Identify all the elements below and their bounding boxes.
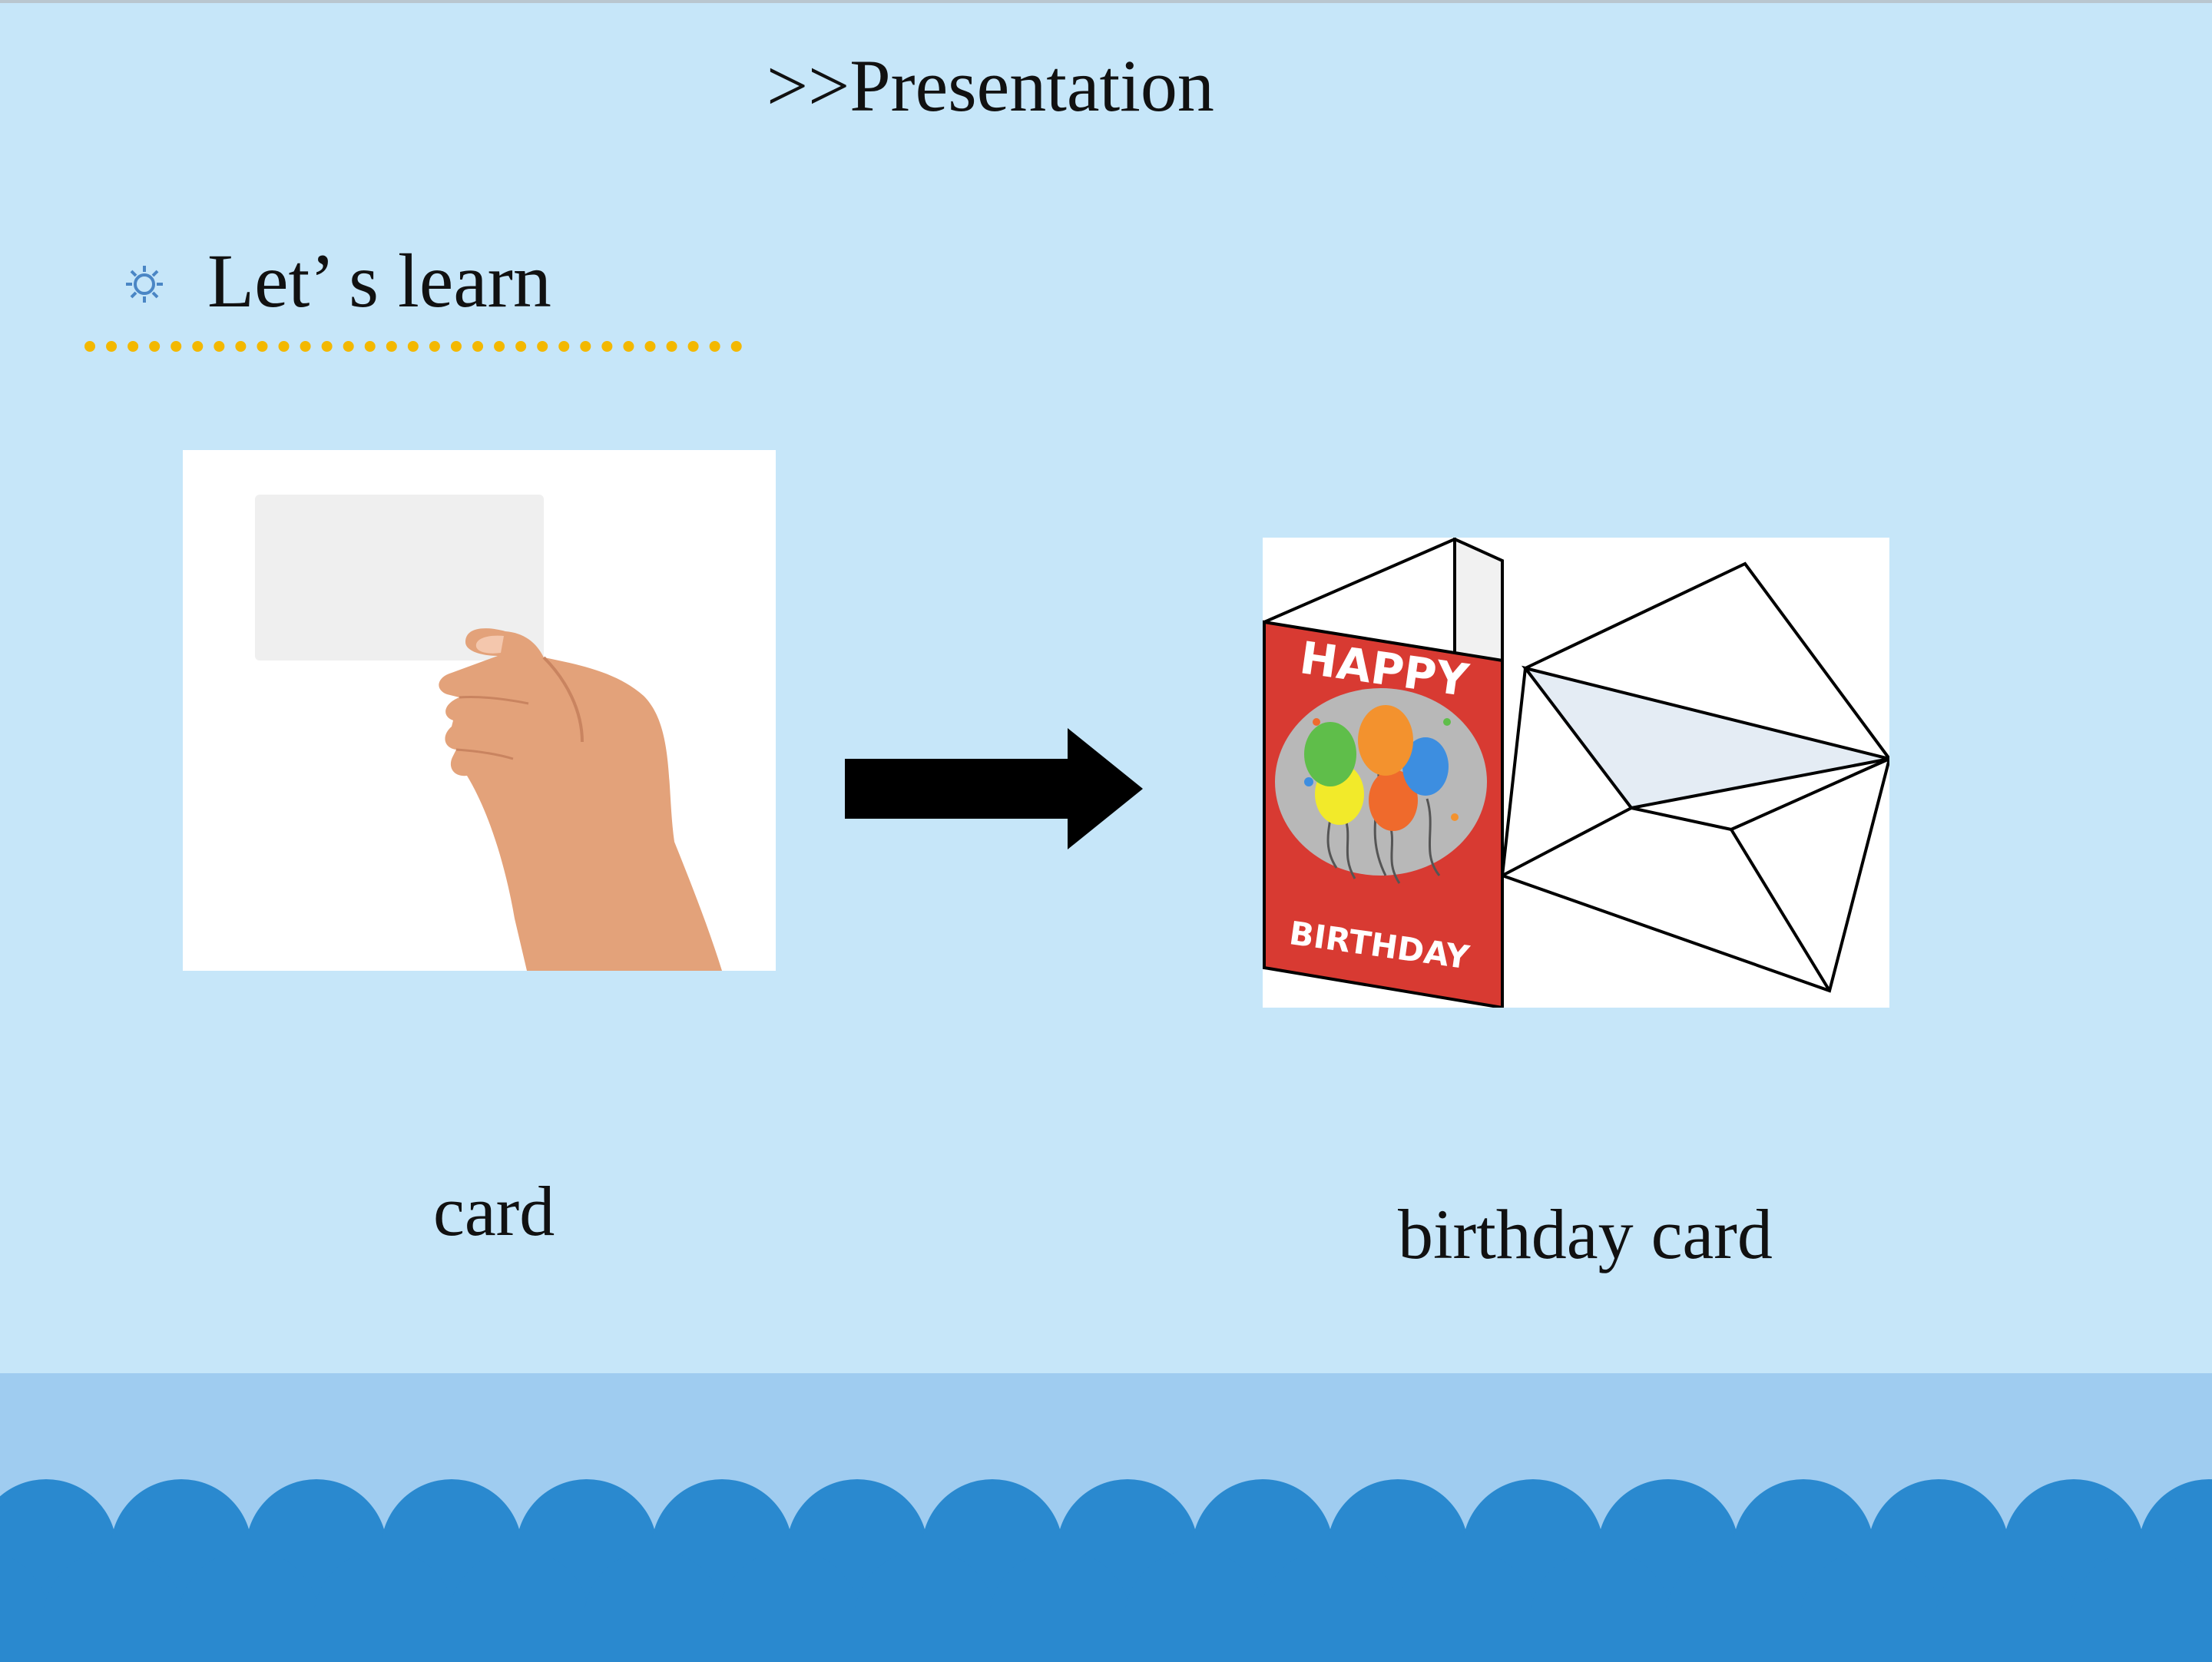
footer-decoration [0, 1373, 2212, 1662]
caption-card: card [433, 1172, 555, 1250]
section-title: Let’ s learn [207, 238, 551, 323]
right-arrow-icon [845, 728, 1143, 849]
hand-holding-card-photo [183, 450, 776, 971]
caption-birthday-card: birthday card [1398, 1195, 1773, 1273]
birthday-card-illustration: HAPPY BIRTHDAY [1263, 538, 1889, 1008]
sun-icon [123, 263, 166, 306]
divider [84, 341, 742, 352]
page-title: >>Presentation [767, 45, 1214, 127]
